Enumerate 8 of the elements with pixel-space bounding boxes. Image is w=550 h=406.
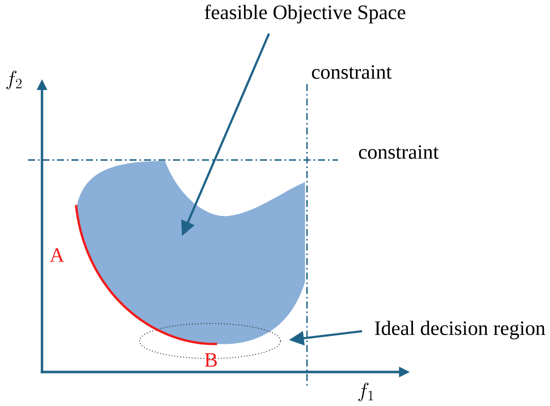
axis-label: $f_2$ <box>6 70 22 90</box>
constraint-label: constraint <box>312 65 392 79</box>
curve-label: B <box>204 353 217 367</box>
axis-label: $f_1$ <box>358 382 374 402</box>
callout-text: Ideal decision region <box>374 320 546 340</box>
callout-text: feasible Objective Space <box>204 4 406 24</box>
feasible-region <box>77 161 305 344</box>
constraint-label: constraint <box>358 145 439 159</box>
